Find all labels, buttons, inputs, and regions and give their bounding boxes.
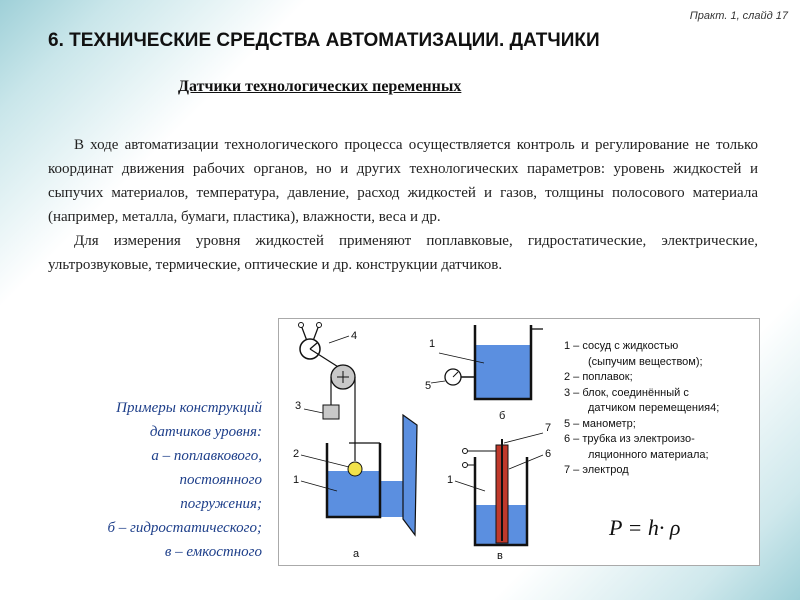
figure-legend: 1 – сосуд с жидкостью (сыпучим веществом… (564, 339, 760, 479)
counterweight (322, 404, 340, 420)
paragraph-1: В ходе автоматизации технологического пр… (48, 137, 758, 225)
legend-item: 1 – сосуд с жидкостью (564, 340, 679, 352)
legend-item: 5 – манометр; (564, 417, 636, 430)
label-1: 1 (447, 474, 453, 486)
float-icon (347, 461, 363, 477)
sensor-diagram: 4 3 2 1 а 1 5 б (293, 322, 551, 562)
pressure-formula: P = h· ρ (609, 515, 681, 540)
legend-item: датчиком перемещения4; (588, 402, 720, 414)
capacitive-sensor-diagram: 7 6 1 в (447, 422, 551, 562)
label-4: 4 (351, 330, 357, 342)
caption-a: а (353, 548, 360, 560)
legend-item: 2 – поплавок; (564, 371, 633, 383)
label-1: 1 (293, 474, 299, 486)
body-text: В ходе автоматизации технологического пр… (48, 133, 758, 277)
label-3: 3 (295, 400, 301, 412)
examples-line: в – емкостного (164, 544, 262, 560)
examples-line: датчиков уровня: (149, 424, 262, 440)
legend-item: ляционного материала; (588, 448, 709, 461)
examples-line: Примеры конструкций (116, 400, 262, 416)
label-5: 5 (425, 380, 431, 392)
legend-item: 7 – электрод (564, 464, 629, 476)
legend-item: 6 – трубка из электроизо- (564, 433, 695, 445)
examples-line: погружения; (180, 496, 262, 512)
hydrostatic-sensor-diagram: 1 5 б (425, 325, 543, 422)
examples-line: б – гидростатического; (107, 520, 262, 536)
label-6: 6 (545, 448, 551, 460)
examples-caption: Примеры конструкций датчиков уровня: а –… (48, 396, 262, 564)
examples-line: постоянного (179, 472, 263, 488)
caption-b: б (499, 410, 505, 422)
vessel-liquid (327, 471, 380, 517)
slide-number: Практ. 1, слайд 17 (689, 10, 788, 22)
float-sensor-diagram: 4 3 2 1 а (293, 322, 418, 560)
label-2: 2 (293, 448, 299, 460)
examples-line: а – поплавкового, (151, 448, 262, 464)
page-subtitle: Датчики технологических переменных (178, 78, 462, 95)
label-7: 7 (545, 422, 551, 434)
label-1: 1 (429, 338, 435, 350)
vessel-liquid (475, 345, 531, 399)
legend-item: (сыпучим веществом); (588, 355, 703, 368)
level-sensor-figure: 4 3 2 1 а 1 5 б (278, 318, 760, 566)
page-title: 6. ТЕХНИЧЕСКИЕ СРЕДСТВА АВТОМАТИЗАЦИИ. Д… (48, 30, 600, 51)
caption-c: в (497, 550, 503, 562)
paragraph-2: Для измерения уровня жидкостей применяют… (48, 233, 758, 273)
legend-item: 3 – блок, соединённый с (564, 386, 689, 399)
